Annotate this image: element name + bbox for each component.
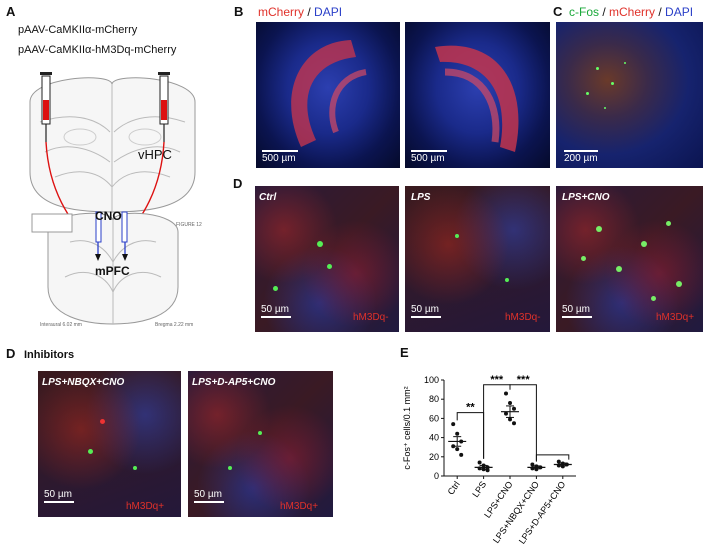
data-point — [512, 421, 516, 426]
mpfc-label: mPFC — [95, 264, 130, 278]
y-tick-label: 20 — [429, 452, 439, 462]
scale-label: 50 µm — [194, 489, 222, 500]
data-point — [508, 417, 512, 422]
title-dapi: DAPI — [665, 5, 694, 19]
micrograph-b1: 500 µm — [256, 22, 400, 168]
brain-schematic — [29, 72, 196, 325]
significance-bracket — [456, 412, 485, 459]
data-point — [455, 431, 460, 436]
scale-label: 500 µm — [262, 153, 296, 164]
cno-label: CNO — [95, 209, 122, 223]
significance-bracket — [509, 384, 537, 461]
panel-label-e: E — [400, 345, 409, 360]
micrograph-c: 200 µm — [556, 22, 703, 168]
panel-b-title: mCherry / DAPI — [258, 5, 342, 19]
y-tick-label: 40 — [429, 433, 439, 443]
x-tick-label: LPS — [470, 479, 488, 499]
title-separator: / — [655, 5, 666, 19]
scale-label: 50 µm — [562, 304, 590, 315]
data-point — [504, 411, 508, 416]
significance-label: *** — [490, 374, 504, 386]
significance-label: ** — [466, 402, 475, 414]
scale-bar — [261, 316, 291, 318]
scale-label: 500 µm — [411, 153, 445, 164]
scale-label: 50 µm — [411, 304, 439, 315]
genotype-tag: hM3Dq+ — [280, 501, 319, 512]
panel-c-title: c-Fos / mCherry / DAPI — [569, 5, 693, 19]
title-mcherry: mCherry — [609, 5, 656, 19]
genotype-tag: hM3Dq- — [505, 312, 541, 323]
construct-label-1: pAAV-CaMKIIα-mCherry — [18, 24, 138, 36]
cfos-chart: 0 20 40 60 80 100 c-Fos⁺ cells/0.1 mm² Ctrl LPS L… — [402, 374, 576, 546]
title-mcherry: mCherry — [258, 5, 305, 19]
scale-label: 50 µm — [44, 489, 72, 500]
panel-label-b: B — [234, 4, 244, 19]
genotype-tag: hM3Dq+ — [656, 312, 695, 323]
y-axis-label: c-Fos⁺ cells/0.1 mm² — [402, 386, 412, 469]
panel-label-c: C — [553, 4, 563, 19]
condition-label: LPS+NBQX+CNO — [42, 377, 125, 388]
y-tick-label: 80 — [429, 394, 439, 404]
scale-bar — [562, 316, 592, 318]
condition-label: LPS — [411, 192, 431, 203]
title-separator: / — [599, 5, 610, 19]
micrograph-d-ctrl: Ctrl 50 µm hM3Dq- — [255, 186, 399, 332]
scale-label: 200 µm — [564, 153, 598, 164]
condition-label: LPS+CNO — [562, 192, 610, 203]
data-point — [504, 391, 508, 396]
micrograph-dap5: LPS+D-AP5+CNO 50 µm hM3Dq+ — [188, 371, 333, 517]
data-point — [451, 422, 456, 427]
scale-bar — [564, 150, 598, 152]
micrograph-nbqx: LPS+NBQX+CNO 50 µm hM3Dq+ — [38, 371, 181, 517]
data-point — [477, 460, 482, 465]
data-point — [512, 406, 516, 411]
syringe-right-icon — [158, 72, 170, 142]
title-cfos: c-Fos — [569, 5, 599, 19]
y-tick-label: 100 — [424, 375, 439, 385]
y-tick-label: 0 — [434, 471, 439, 481]
title-dapi: DAPI — [314, 5, 343, 19]
scale-bar — [411, 150, 447, 152]
condition-label: Ctrl — [259, 192, 277, 203]
data-point — [508, 401, 512, 406]
micrograph-d-lps: LPS 50 µm hM3Dq- — [405, 186, 550, 332]
scale-bar — [44, 501, 74, 503]
scale-bar — [262, 150, 298, 152]
scale-bar — [194, 501, 224, 503]
genotype-tag: hM3Dq- — [353, 312, 389, 323]
scale-label: 50 µm — [261, 304, 289, 315]
y-tick-label: 60 — [429, 413, 439, 423]
x-tick-label: Ctrl — [446, 479, 462, 496]
significance-bracket — [483, 384, 511, 459]
atlas-bregma: Bregma 2.22 mm — [155, 322, 194, 328]
micrograph-b2: 500 µm — [405, 22, 550, 168]
data-point — [455, 447, 460, 452]
panel-label-d-inhibitors: D — [6, 346, 16, 361]
scale-bar — [411, 316, 441, 318]
atlas-interaural: Interaural 6.02 mm — [40, 322, 82, 328]
inhibitors-heading: Inhibitors — [24, 349, 75, 361]
genotype-tag: hM3Dq+ — [126, 501, 165, 512]
micrograph-d-lps-cno: LPS+CNO 50 µm hM3Dq+ — [556, 186, 703, 332]
atlas-figure-number: FIGURE 12 — [176, 222, 202, 228]
data-point — [459, 452, 464, 457]
vhpc-label: vHPC — [138, 147, 172, 162]
construct-label-2: pAAV-CaMKIIα-hM3Dq-mCherry — [18, 44, 177, 56]
significance-label: *** — [517, 374, 531, 386]
condition-label: LPS+D-AP5+CNO — [192, 377, 276, 388]
x-tick-label: LPS+D-AP5+CNO — [517, 479, 568, 545]
panel-label-a: A — [6, 4, 16, 19]
title-separator: / — [304, 5, 315, 19]
panel-label-d: D — [233, 176, 243, 191]
syringe-left-icon — [40, 72, 52, 142]
significance-bracket — [535, 454, 570, 462]
